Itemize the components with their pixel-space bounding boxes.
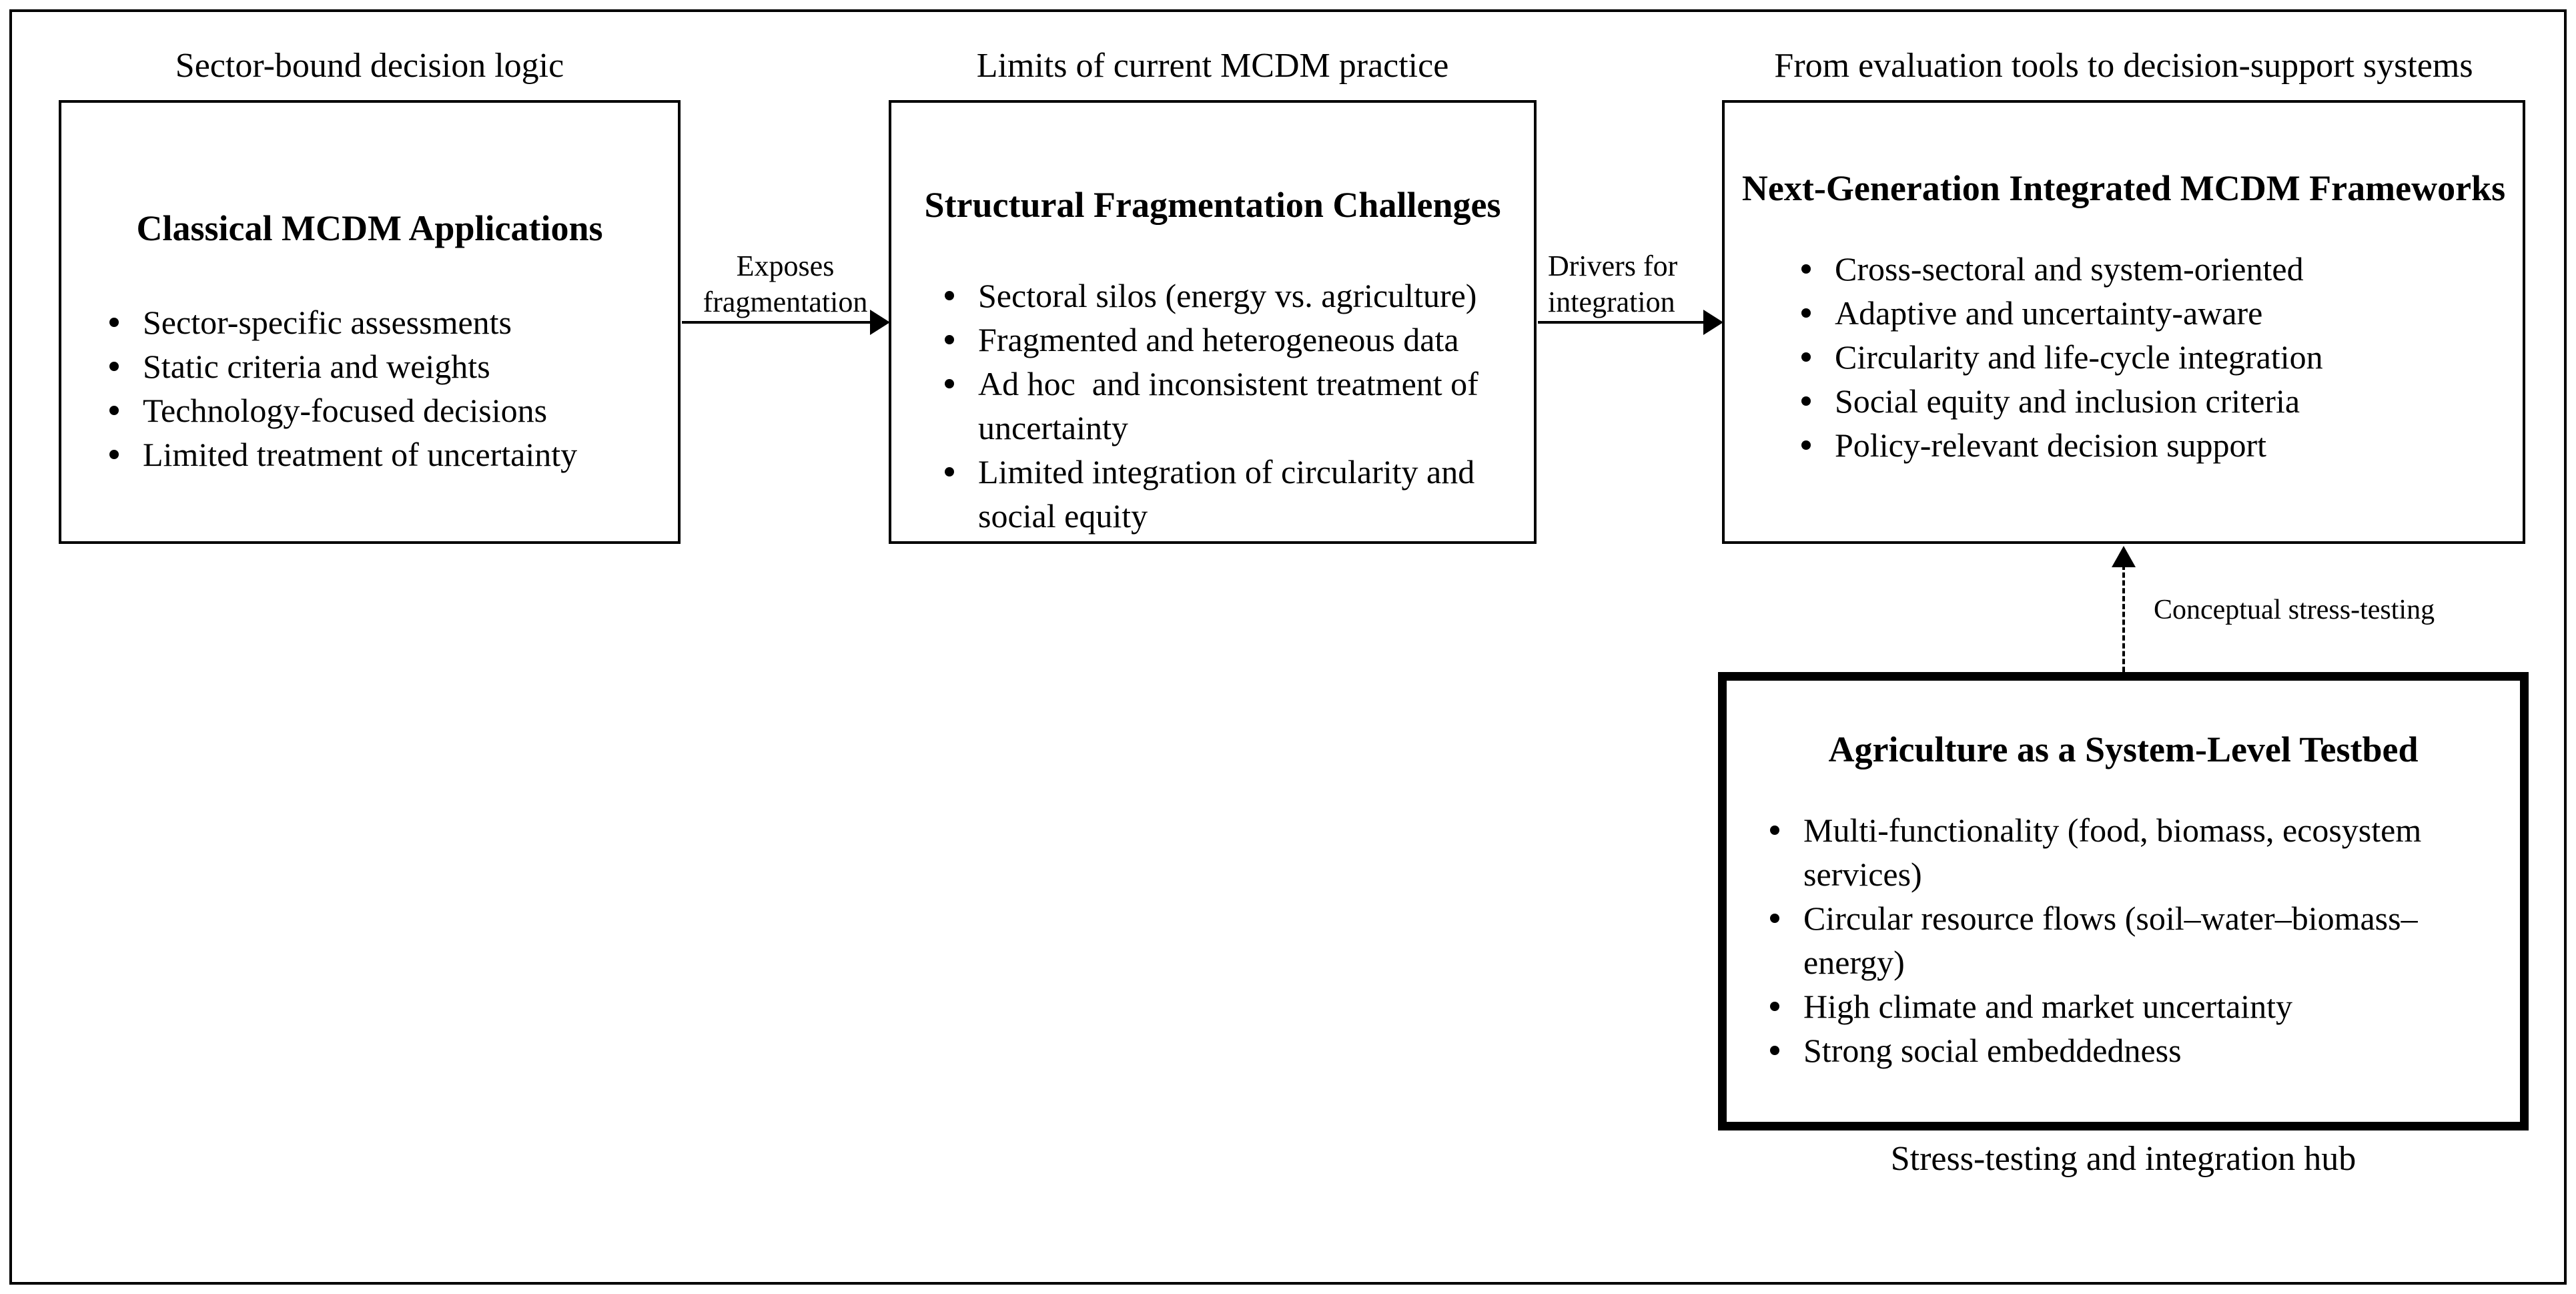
conceptual-stress-testing-arrow-label: Conceptual stress-testing [2154,595,2435,625]
drivers-for-integration-arrow-line [1538,321,1703,324]
agriculture-testbed-bullet-list: Multi-functionality (food, biomass, ecos… [1727,808,2520,1072]
exposes-fragmentation-arrow-line [682,321,870,324]
bullet-item: Cross-sectoral and system-oriented [1801,247,2516,291]
classical-mcdm-box: Classical MCDM Applications Sector-speci… [59,100,681,544]
section-title-sector-bound: Sector-bound decision logic [175,47,564,85]
bullet-item: Adaptive and uncertainty-aware [1801,291,2516,335]
arrow-label-line: fragmentation [703,286,868,318]
agriculture-testbed-box: Agriculture as a System-Level Testbed Mu… [1718,672,2529,1130]
section-title-decision-support: From evaluation tools to decision-suppor… [1774,47,2473,85]
fragmentation-challenges-box-title: Structural Fragmentation Challenges [924,185,1501,225]
conceptual-stress-testing-arrow-line [2122,565,2125,672]
arrow-label-line: integration [1548,286,1675,318]
bullet-item: Policy-relevant decision support [1801,423,2516,467]
testbed-caption: Stress-testing and integration hub [1890,1140,2356,1178]
arrow-head-right-icon [870,310,890,335]
bullet-item: Social equity and inclusion criteria [1801,379,2516,423]
fragmentation-challenges-bullet-list: Sectoral silos (energy vs. agriculture) … [891,274,1534,538]
classical-mcdm-box-title: Classical MCDM Applications [136,208,603,248]
next-gen-frameworks-bullet-list: Cross-sectoral and system-oriented Adapt… [1725,247,2523,467]
outer-border [9,9,2567,1285]
bullet-item: Technology-focused decisions [109,388,671,432]
drivers-for-integration-arrow-label: Drivers for integration [1548,248,1735,320]
arrow-label-line: Drivers for [1548,250,1678,282]
bullet-item: Sectoral silos (energy vs. agriculture) [945,274,1527,318]
next-gen-frameworks-box: Next-Generation Integrated MCDM Framewor… [1722,100,2525,544]
bullet-item: Sector-specific assessments [109,300,671,344]
bullet-item: Strong social embeddedness [1770,1028,2513,1072]
arrow-head-right-icon [1703,310,1723,335]
bullet-item: High climate and market uncertainty [1770,984,2513,1028]
bullet-item: Fragmented and heterogeneous data [945,318,1527,362]
bullet-item: Limited integration of circularity and s… [945,450,1527,538]
section-title-limits: Limits of current MCDM practice [976,47,1449,85]
bullet-item: Limited treatment of uncertainty [109,432,671,476]
bullet-item: Circularity and life-cycle integration [1801,335,2516,379]
exposes-fragmentation-arrow-label: Exposes fragmentation [682,248,889,320]
next-gen-frameworks-box-title: Next-Generation Integrated MCDM Framewor… [1741,168,2506,208]
bullet-item: Circular resource flows (soil–water–biom… [1770,896,2513,984]
agriculture-testbed-box-title: Agriculture as a System-Level Testbed [1828,729,2419,769]
bullet-item: Static criteria and weights [109,344,671,388]
bullet-item: Multi-functionality (food, biomass, ecos… [1770,808,2513,896]
arrow-head-up-icon [2112,546,2136,567]
fragmentation-challenges-box: Structural Fragmentation Challenges Sect… [889,100,1537,544]
bullet-item: Ad hoc and inconsistent treatment of unc… [945,362,1527,450]
classical-mcdm-bullet-list: Sector-specific assessments Static crite… [61,300,678,476]
arrow-label-line: Exposes [736,250,835,282]
